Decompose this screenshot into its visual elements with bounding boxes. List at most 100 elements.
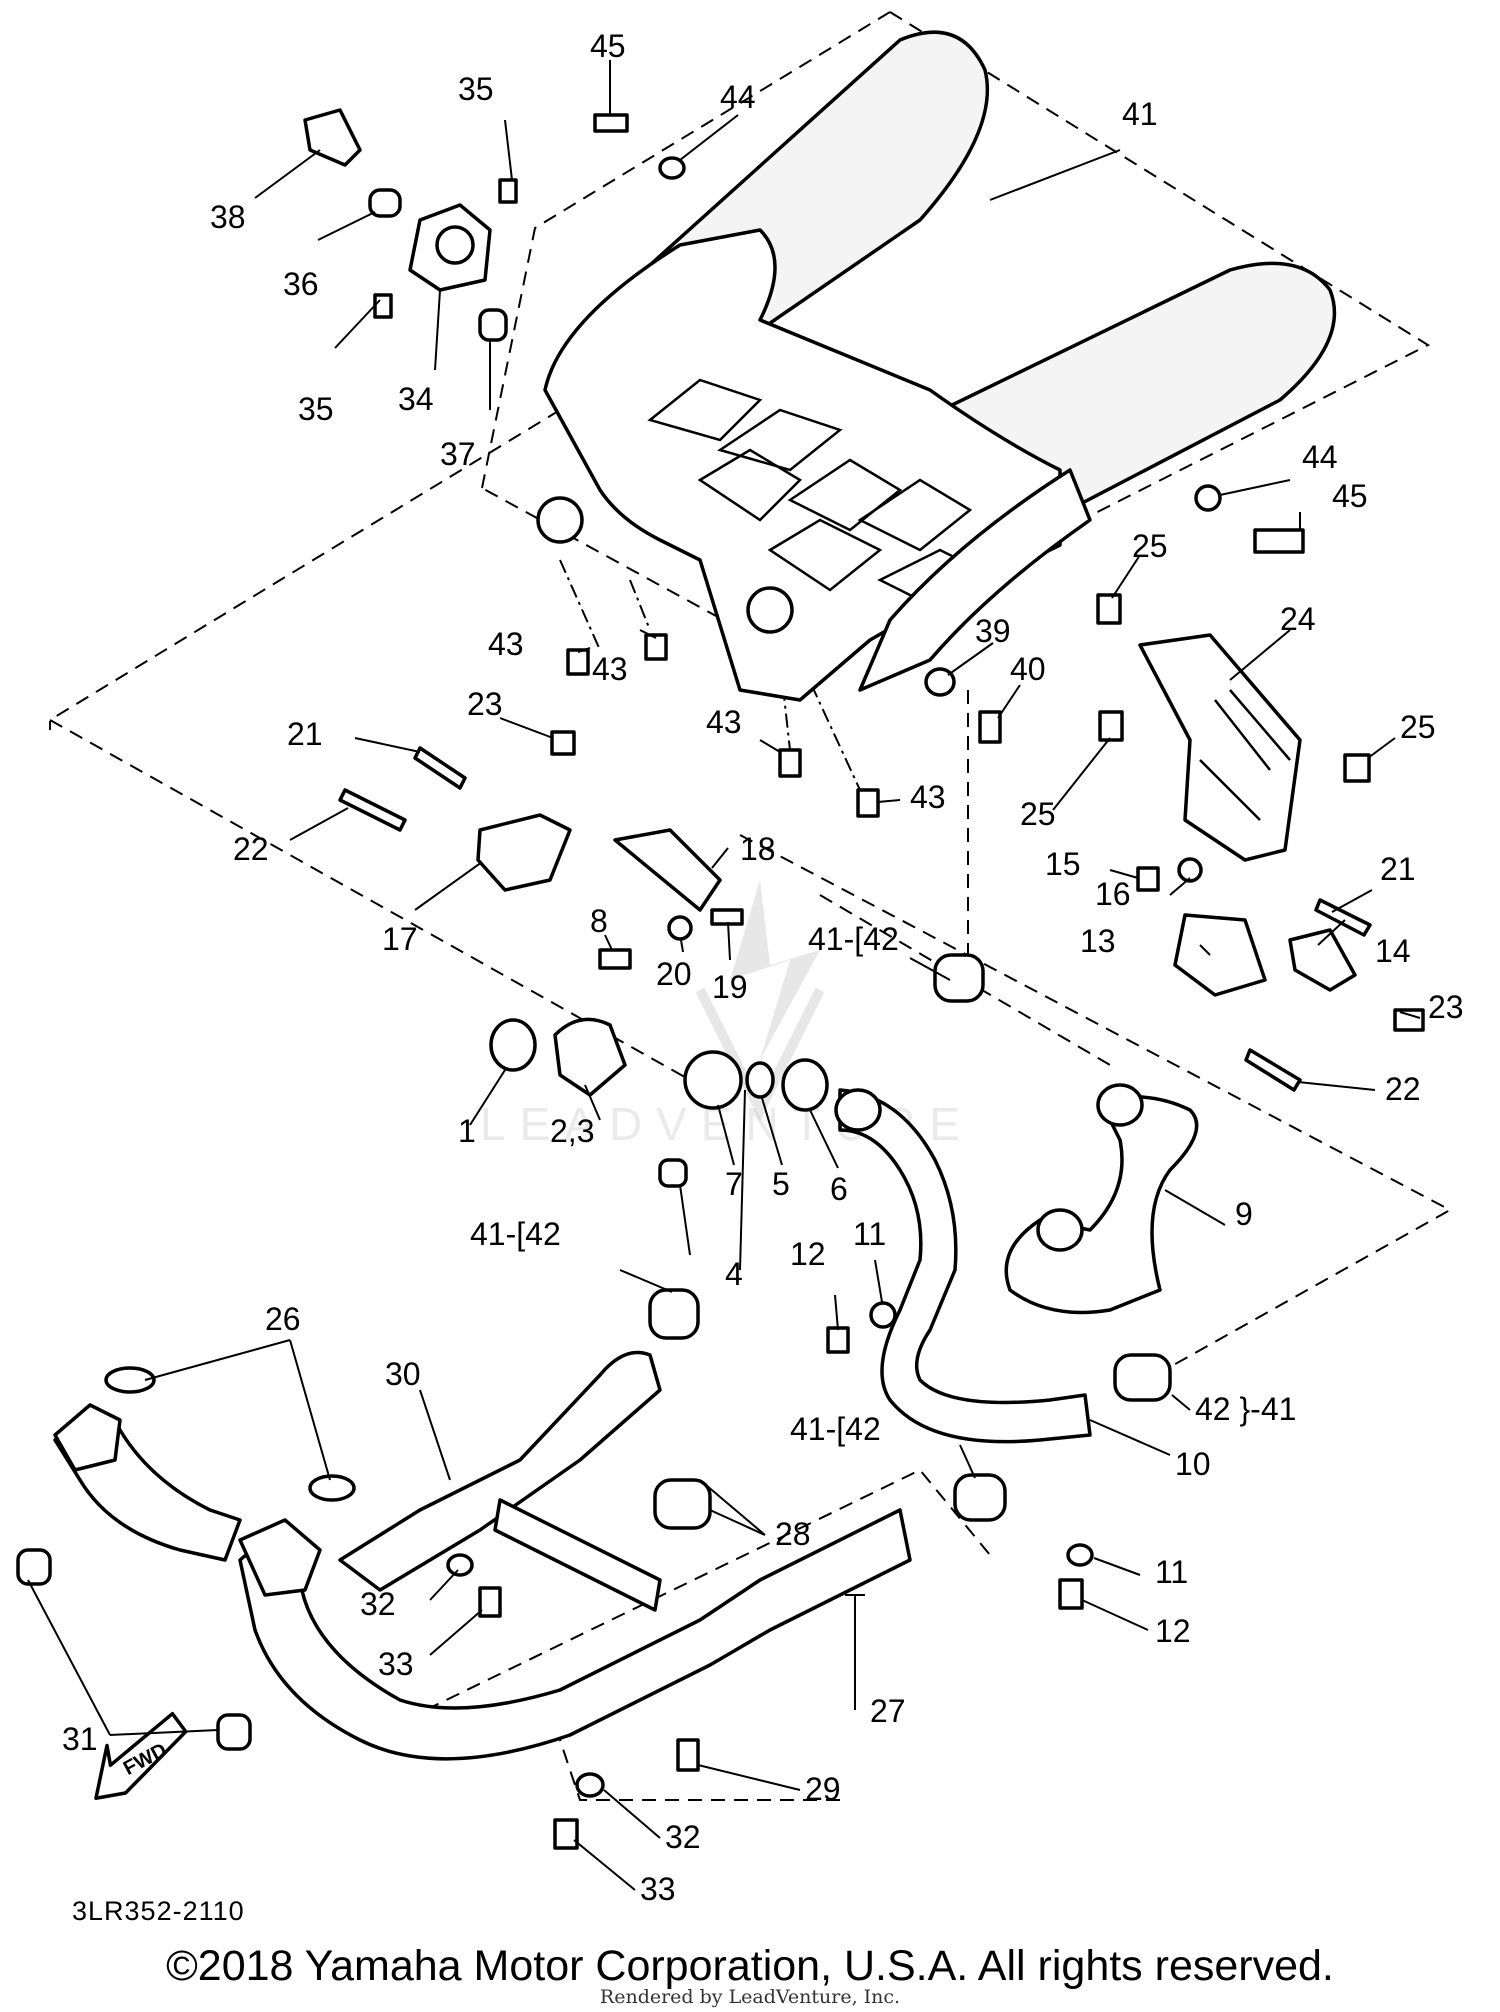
- callout-43d: 43: [910, 779, 946, 815]
- callout-6: 6: [830, 1171, 848, 1207]
- callout-17: 17: [382, 921, 418, 957]
- callout-labels: 45 44 35 38 36 35 34 37 41 44 45 25 24 2…: [62, 28, 1464, 1907]
- bolt-35b: [373, 293, 393, 319]
- callout-43b: 43: [592, 651, 628, 687]
- leader-lines: [27, 60, 1421, 1891]
- watermark-emblem: [695, 880, 825, 1122]
- heat-shield-group: [566, 593, 1371, 862]
- gasket-42-mid: [933, 953, 985, 1003]
- callout-42c: 41-[42: [790, 1411, 881, 1447]
- callout-4: 4: [725, 1256, 743, 1292]
- callout-43c: 43: [706, 704, 742, 740]
- callout-15: 15: [1045, 846, 1081, 882]
- callout-32a: 32: [360, 1586, 396, 1622]
- callout-25b: 25: [1400, 709, 1436, 745]
- callout-38: 38: [210, 199, 246, 235]
- collar-31a: [16, 1548, 52, 1586]
- gasket-1: [489, 1018, 537, 1072]
- callout-37: 37: [440, 436, 476, 472]
- callout-21a: 21: [287, 716, 323, 752]
- gasket-5: [745, 1061, 775, 1099]
- callout-7: 7: [725, 1166, 743, 1202]
- callout-30: 30: [385, 1356, 421, 1392]
- lower-pipe-assembly: [16, 1350, 1094, 1850]
- callout-12a: 12: [790, 1236, 826, 1272]
- copyright-notice: ©2018 Yamaha Motor Corporation, U.S.A. A…: [166, 1942, 1334, 1990]
- gasket-42-lower: [953, 1473, 1007, 1522]
- callout-36: 36: [283, 266, 319, 302]
- callout-33b: 33: [640, 1871, 676, 1907]
- callout-24: 24: [1280, 601, 1316, 637]
- callout-23b: 23: [1428, 989, 1464, 1025]
- callout-41: 41: [1122, 96, 1158, 132]
- callout-45b: 45: [1332, 478, 1368, 514]
- callout-34: 34: [398, 381, 434, 417]
- callout-12b: 12: [1155, 1613, 1191, 1649]
- clamp-18: [613, 828, 722, 912]
- callout-14: 14: [1375, 933, 1411, 969]
- callout-43a: 43: [488, 626, 524, 662]
- callout-11b: 11: [1155, 1554, 1188, 1590]
- collar-31b: [216, 1713, 252, 1751]
- damper-37: [478, 308, 508, 342]
- pipe-30: [338, 1350, 662, 1592]
- exhaust-pipes-front: [648, 1083, 1199, 1444]
- callout-22b: 22: [1385, 1071, 1421, 1107]
- bolt-22a: [338, 788, 407, 832]
- bolt-19: [710, 908, 744, 926]
- callout-9: 9: [1235, 1196, 1253, 1232]
- collar-4: [658, 1158, 688, 1188]
- callout-11a: 11: [853, 1216, 886, 1252]
- callout-44a: 44: [720, 79, 756, 115]
- washer-44b: [1194, 484, 1222, 512]
- bolt-8: [598, 948, 632, 970]
- callout-33a: 33: [378, 1646, 414, 1682]
- callout-39: 39: [975, 613, 1011, 649]
- gasket-42-right: [1113, 1353, 1172, 1402]
- callout-16: 16: [1095, 876, 1131, 912]
- clamp-13: [1173, 913, 1267, 997]
- bolt-38: [303, 108, 362, 167]
- callout-27: 27: [870, 1693, 906, 1729]
- callout-19: 19: [712, 969, 748, 1005]
- callout-42b: 41-[42: [470, 1216, 561, 1252]
- callout-32b: 32: [665, 1819, 701, 1855]
- pipe-9: [1004, 1094, 1199, 1315]
- hardware-top-left: [303, 108, 1305, 554]
- callout-18: 18: [740, 831, 776, 867]
- bolt-12a: [826, 1326, 850, 1354]
- bolt-45a: [593, 113, 629, 133]
- callout-35b: 35: [298, 391, 334, 427]
- callout-42e: 42 }-41: [1195, 1391, 1296, 1427]
- callout-28: 28: [775, 1516, 811, 1552]
- callout-20: 20: [656, 956, 692, 992]
- callout-23a: 23: [467, 686, 503, 722]
- callout-31: 31: [62, 1721, 98, 1757]
- muffler-assembly: [536, 30, 1337, 702]
- bolt-45b: [1253, 528, 1305, 554]
- clamp-14: [1288, 928, 1357, 992]
- bolt-23a: [550, 730, 576, 756]
- nut-11a: [869, 1301, 897, 1329]
- fwd-arrow: FWD: [94, 1711, 188, 1800]
- washer-44a: [658, 156, 686, 180]
- bolt-21a: [413, 746, 467, 790]
- clamp-17: [476, 813, 572, 892]
- callout-1: 1: [458, 1113, 476, 1149]
- diagram-reference-code: 3LR352-2110: [72, 1896, 245, 1926]
- callout-2-3: 2,3: [550, 1113, 594, 1149]
- callout-25c: 25: [1020, 796, 1056, 832]
- callout-44b: 44: [1302, 439, 1338, 475]
- callout-5: 5: [772, 1166, 790, 1202]
- muffler-flange-26a: [53, 1403, 122, 1472]
- callout-35a: 35: [458, 71, 494, 107]
- callout-10: 10: [1175, 1446, 1211, 1482]
- clamp-7: [683, 1050, 743, 1110]
- gasket-28: [653, 1478, 712, 1530]
- pipe-10: [838, 1088, 1092, 1444]
- render-credit: Rendered by LeadVenture, Inc.: [599, 1986, 901, 2008]
- callout-8: 8: [590, 903, 608, 939]
- gasket-6: [781, 1058, 829, 1112]
- flange-2-3: [553, 1017, 627, 1097]
